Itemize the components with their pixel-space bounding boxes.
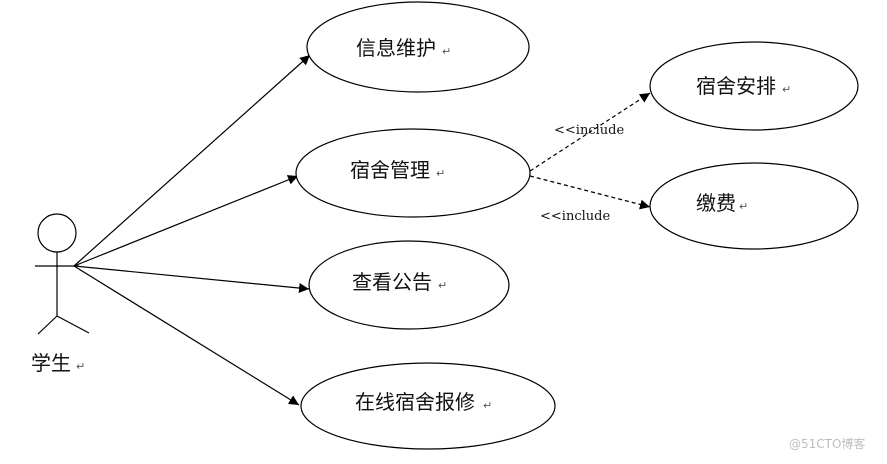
use-case-notice-label: 查看公告 <box>352 270 432 294</box>
use-case-pay-ellipse <box>649 162 859 250</box>
use-case-arrange[interactable]: 宿舍安排 ↵ <box>649 41 859 131</box>
use-case-info[interactable]: 信息维护 ↵ <box>306 1 530 93</box>
include-label-top: <<include <box>554 123 624 138</box>
use-case-notice-ellipse <box>308 240 510 330</box>
association-info <box>73 54 311 267</box>
include-arrange-line <box>529 92 651 172</box>
use-case-notice[interactable]: 查看公告 ↵ <box>308 240 510 330</box>
use-case-arrange-label: 宿舍安排 <box>696 74 776 98</box>
include-relations: <<include <<include <box>529 92 651 224</box>
use-case-repair-label: 在线宿舍报修 <box>355 390 475 414</box>
actor-head <box>37 213 77 253</box>
association-repair <box>73 265 300 406</box>
use-case-arrange-ellipse <box>649 41 859 131</box>
use-case-repair[interactable]: 在线宿舍报修 ↵ <box>300 362 556 450</box>
paragraph-mark: ↵ <box>782 83 791 96</box>
actor-right-leg <box>56 315 90 334</box>
use-case-info-ellipse <box>306 1 530 93</box>
paragraph-mark: ↵ <box>436 167 445 180</box>
watermark: @51CTO博客 <box>789 436 865 451</box>
paragraph-mark: ↵ <box>483 399 492 412</box>
paragraph-mark: ↵ <box>739 200 748 213</box>
include-pay-line <box>529 175 651 210</box>
paragraph-mark: ↵ <box>76 360 85 373</box>
actor-label: 学生 <box>31 351 71 375</box>
actor-left-leg <box>37 315 58 335</box>
use-case-dorm-manage[interactable]: 宿舍管理 ↵ <box>295 128 531 218</box>
actor-student: 学生 ↵ <box>31 213 90 375</box>
include-label-bottom: <<include <box>540 209 610 224</box>
use-case-info-label: 信息维护 <box>356 36 436 60</box>
use-case-dorm-manage-label: 宿舍管理 <box>350 158 430 182</box>
association-dorm-manage <box>73 175 299 267</box>
use-case-pay[interactable]: 缴费 ↵ <box>649 162 859 250</box>
paragraph-mark: ↵ <box>442 45 451 58</box>
use-case-dorm-manage-ellipse <box>295 128 531 218</box>
associations <box>73 54 311 406</box>
paragraph-mark: ↵ <box>438 279 447 292</box>
association-notice <box>73 265 310 294</box>
use-case-pay-label: 缴费 <box>696 191 736 215</box>
use-case-repair-ellipse <box>300 362 556 450</box>
